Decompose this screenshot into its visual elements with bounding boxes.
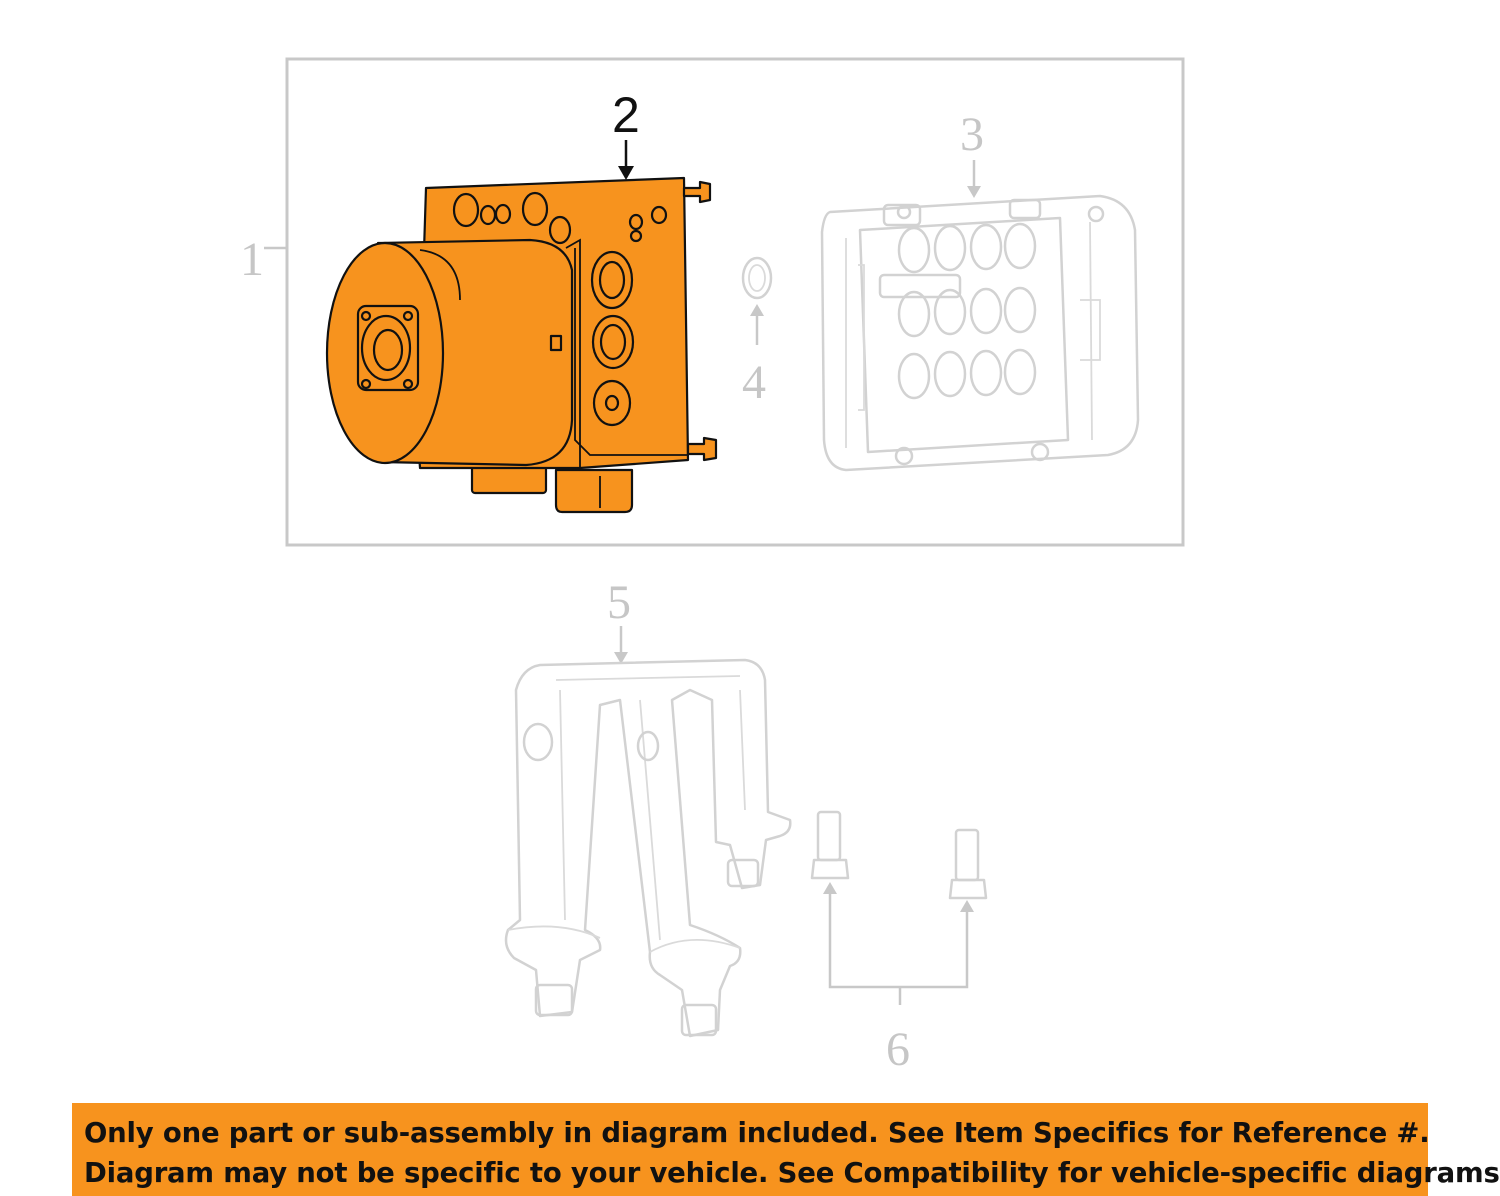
callout-5-arrow [614, 626, 628, 664]
ecu-module-part [820, 194, 1140, 472]
callout-2-arrow [618, 140, 634, 180]
disclaimer-line-1: Only one part or sub-assembly in diagram… [84, 1117, 1430, 1149]
callout-3-arrow [967, 160, 981, 198]
mounting-bracket-part [504, 658, 792, 1038]
stud-bolt-part-b [948, 828, 988, 900]
stud-bolt-part-a [810, 810, 850, 880]
abs-modulator-part[interactable] [325, 176, 718, 514]
callout-4: 4 [742, 356, 766, 409]
callout-6-leader [823, 882, 974, 1005]
disclaimer-banner: Only one part or sub-assembly in diagram… [72, 1103, 1500, 1196]
assembly-frame [285, 57, 1185, 547]
callout-4-arrow [750, 304, 764, 345]
callout-5: 5 [607, 576, 631, 629]
disclaimer-line-2: Diagram may not be specific to your vehi… [84, 1157, 1500, 1189]
callout-1: 1 [240, 233, 264, 286]
callout-6: 6 [886, 1023, 910, 1076]
seal-ring-part [741, 256, 773, 300]
callout-3: 3 [960, 108, 984, 161]
callout-2: 2 [612, 87, 640, 143]
parts-diagram: 1 2 [240, 57, 1185, 1076]
